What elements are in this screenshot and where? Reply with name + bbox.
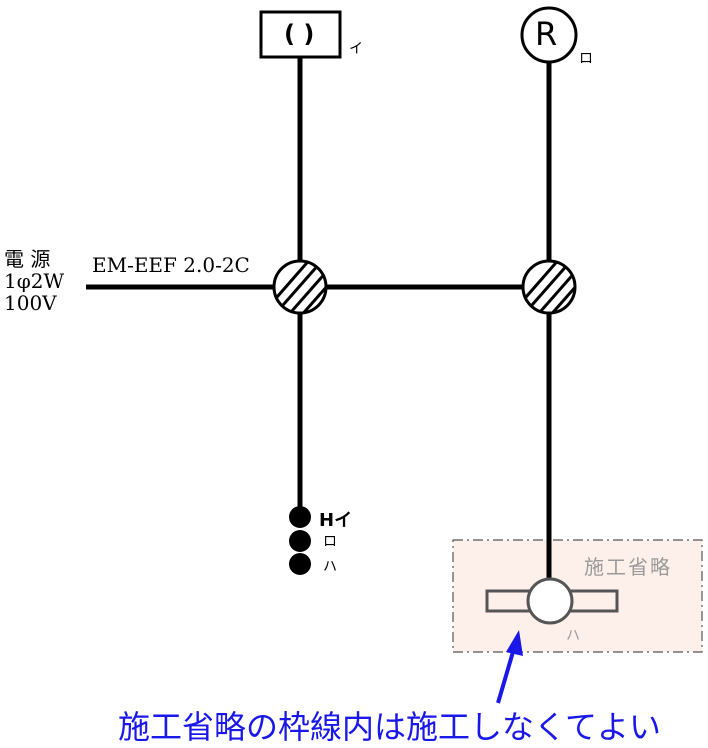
cable-label: EM-EEF 2.0-2C (92, 253, 250, 277)
note-arrow-head (506, 630, 523, 656)
switch-h-i (289, 506, 311, 528)
light-ro-symbol: R (535, 15, 558, 53)
light-i-box (259, 10, 342, 59)
power-source-line3: 100V (4, 291, 57, 315)
light-i-symbol: ( ) (284, 20, 315, 48)
fixture-ha (485, 577, 619, 625)
power-source-label: 電 源 1φ2W 100V (4, 248, 64, 314)
switch-ro (289, 530, 311, 552)
junction-box-left (272, 259, 328, 315)
light-ro-circle (520, 6, 578, 64)
switch-ha-label: ハ (323, 559, 337, 575)
power-source-line2: 1φ2W (4, 269, 65, 293)
construction-note: 施工省略の枠線内は施工しなくてよい (118, 708, 662, 746)
power-source-line1: 電 源 (4, 247, 51, 271)
light-ro-letter: ロ (579, 51, 593, 67)
light-i-letter: イ (349, 41, 363, 57)
switch-h-i-label: Hイ (319, 510, 353, 531)
switch-ro-label: ロ (323, 534, 337, 550)
note-arrow-shaft (496, 644, 517, 704)
switch-ha (289, 553, 311, 575)
omitted-area-label: 施工省略 (584, 555, 672, 579)
fixture-ha-letter: ハ (566, 628, 580, 644)
junction-box-right (521, 259, 577, 315)
